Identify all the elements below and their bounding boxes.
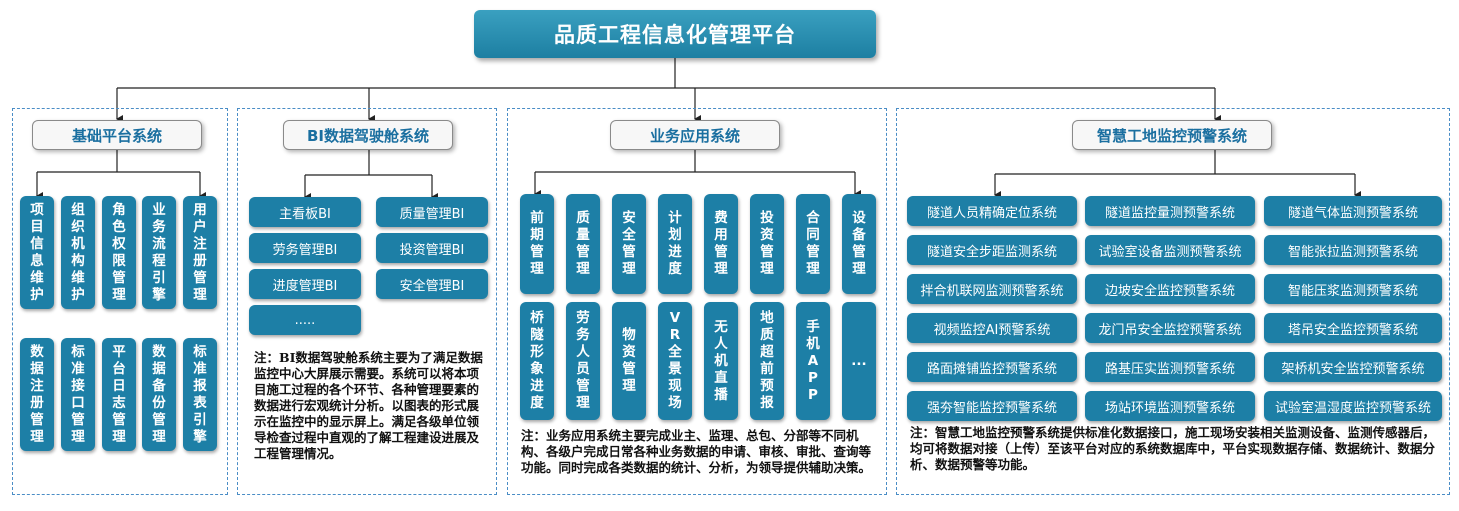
monitor-system-box: 塔吊安全监控预警系统: [1264, 313, 1442, 343]
section-business-apps: [507, 108, 887, 495]
monitor-system-box: 路面摊铺监控预警系统: [907, 352, 1077, 382]
basic-module-box: 平台日志管理: [102, 338, 136, 451]
bi-module-box: 劳务管理BI: [249, 233, 361, 263]
business-module-box: 安全管理: [612, 194, 646, 294]
basic-module-box: 数据注册管理: [20, 338, 54, 451]
section-title-business: 业务应用系统: [610, 120, 780, 150]
section-title-basic: 基础平台系统: [32, 120, 202, 150]
business-module-box: 费用管理: [704, 194, 738, 294]
monitor-system-box: 龙门吊安全监控预警系统: [1085, 313, 1255, 343]
monitor-system-box: 隧道气体监测预警系统: [1264, 196, 1442, 226]
bi-module-box: 进度管理BI: [249, 269, 361, 299]
business-module-box: 投资管理: [750, 194, 784, 294]
section-title-bi: BI数据驾驶舱系统: [283, 120, 453, 150]
section-basic-platform: [12, 108, 228, 495]
business-note: 注：业务应用系统主要完成业主、监理、总包、分部等不同机构、各级户完成日常各种业务…: [521, 428, 872, 475]
bi-note: 注：BI数据驾驶舱系统主要为了满足数据监控中心大屏展示需要。系统可以将本项目施工…: [254, 350, 483, 461]
monitor-system-box: 拌合机联网监测预警系统: [907, 274, 1077, 304]
monitor-system-box: 架桥机安全监控预警系统: [1264, 352, 1442, 382]
business-module-box: 质量管理: [566, 194, 600, 294]
main-title: 品质工程信息化管理平台: [474, 10, 876, 58]
monitor-system-box: 视频监控AI预警系统: [907, 313, 1077, 343]
monitor-system-box: 试验室温湿度监控预警系统: [1264, 391, 1442, 421]
business-module-box: 前期管理: [520, 194, 554, 294]
basic-module-box: 组织机构维护: [61, 196, 95, 309]
bi-module-box: 质量管理BI: [376, 197, 488, 227]
monitor-system-box: 智能压浆监测预警系统: [1264, 274, 1442, 304]
monitor-system-box: 路基压实监测预警系统: [1085, 352, 1255, 382]
business-module-box: ...: [842, 302, 876, 420]
basic-module-box: 角色权限管理: [102, 196, 136, 309]
basic-module-box: 用户注册管理: [183, 196, 217, 309]
section-title-monitor: 智慧工地监控预警系统: [1072, 120, 1272, 150]
business-module-box: 劳务人员管理: [566, 302, 600, 420]
monitor-system-box: 隧道安全步距监测系统: [907, 235, 1077, 265]
monitor-system-box: 智能张拉监测预警系统: [1264, 235, 1442, 265]
basic-module-box: 项目信息维护: [20, 196, 54, 309]
bi-module-box: 投资管理BI: [376, 233, 488, 263]
basic-module-box: 数据备份管理: [142, 338, 176, 451]
monitor-note: 注：智慧工地监控预警系统提供标准化数据接口，施工现场安装相关监测设备、监测传感器…: [910, 425, 1436, 472]
monitor-system-box: 试验室设备监测预警系统: [1085, 235, 1255, 265]
business-module-box: 桥隧形象进度: [520, 302, 554, 420]
business-module-box: 物资管理: [612, 302, 646, 420]
monitor-system-box: 隧道人员精确定位系统: [907, 196, 1077, 226]
bi-module-box: 主看板BI: [249, 197, 361, 227]
business-module-box: 合同管理: [796, 194, 830, 294]
monitor-system-box: 强夯智能监控预警系统: [907, 391, 1077, 421]
business-module-box: 无人机直播: [704, 302, 738, 420]
business-module-box: 计划进度: [658, 194, 692, 294]
business-module-box: 地质超前预报: [750, 302, 784, 420]
bi-module-box: 安全管理BI: [376, 269, 488, 299]
monitor-system-box: 场站环境监测预警系统: [1085, 391, 1255, 421]
bi-module-box: .....: [249, 305, 361, 335]
basic-module-box: 标准接口管理: [61, 338, 95, 451]
basic-module-box: 标准报表引擎: [183, 338, 217, 451]
basic-module-box: 业务流程引擎: [142, 196, 176, 309]
business-module-box: 设备管理: [842, 194, 876, 294]
monitor-system-box: 隧道监控量测预警系统: [1085, 196, 1255, 226]
section-smart-site-monitoring: [896, 108, 1450, 495]
monitor-system-box: 边坡安全监控预警系统: [1085, 274, 1255, 304]
section-bi-cockpit: [237, 108, 497, 495]
